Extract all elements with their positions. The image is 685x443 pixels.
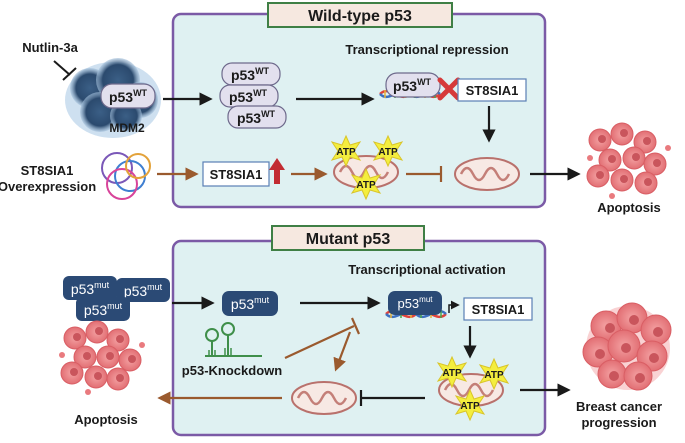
mdm2-label: MDM2 xyxy=(109,121,145,135)
apoptotic-cells-bottom xyxy=(59,320,145,395)
wt-promoter-p53wt-box xyxy=(385,72,441,98)
wild-type-title-box xyxy=(267,2,453,28)
p53-knockdown-label: p53-Knockdown xyxy=(182,363,282,378)
wt-atp-label-2: ATP xyxy=(378,147,398,158)
mut-atp-label-2: ATP xyxy=(484,370,504,381)
p53mut-box xyxy=(222,291,278,316)
activation-label: Transcriptional activation xyxy=(348,262,506,277)
knockdown-inhibition-bar xyxy=(350,317,361,335)
wt-promoter-p53wt-label: p53WT xyxy=(393,77,432,94)
mut-atp-label-1: ATP xyxy=(442,368,462,379)
wt-st8sia1-gene-box xyxy=(457,78,527,102)
up-arrow-icon xyxy=(269,158,285,184)
shrna-icon xyxy=(205,322,262,357)
wt-atp-label-3: ATP xyxy=(356,180,376,191)
svg-text:p53mut: p53mut xyxy=(71,280,110,297)
st8sia1-overexpressed-box xyxy=(202,161,270,187)
mutant-title-box xyxy=(271,225,425,251)
repression-label: Transcriptional repression xyxy=(345,42,508,57)
svg-text:p53WT: p53WT xyxy=(237,109,276,126)
svg-text:p53mut: p53mut xyxy=(124,282,163,299)
knockdown-inhibition-line xyxy=(284,325,355,359)
breast-cancer-label-line2: progression xyxy=(581,415,656,430)
p53mut-label: p53mut xyxy=(231,295,270,312)
p53mut-stack: p53mut p53mut p53mut xyxy=(63,276,170,321)
svg-text:p53WT: p53WT xyxy=(229,88,268,105)
p53wt-stack: p53WT p53WT p53WT xyxy=(219,62,287,129)
apoptotic-cells-top xyxy=(586,122,671,199)
breast-cancer-label-line1: Breast cancer xyxy=(576,399,662,414)
svg-text:p53mut: p53mut xyxy=(84,301,123,318)
wt-atp-label-1: ATP xyxy=(336,147,356,158)
wild-type-title: Wild-type p53 xyxy=(308,8,412,25)
mut-promoter-p53mut-label: p53mut xyxy=(397,295,433,311)
svg-text:p53WT: p53WT xyxy=(231,66,270,83)
mut-atp-label-3: ATP xyxy=(460,401,480,412)
nutlin-inhibition-bar xyxy=(62,67,77,81)
overexpression-label-line2: Overexpression xyxy=(0,179,96,194)
breast-cancer-cells xyxy=(582,302,672,391)
mut-st8sia1-gene-label: ST8SIA1 xyxy=(472,302,525,317)
nutlin-inhibition-line xyxy=(53,60,71,76)
repression-x-icon xyxy=(437,77,461,101)
mut-mitochondrion xyxy=(290,380,358,416)
mut-st8sia1-gene-box xyxy=(463,297,533,321)
st8sia1-overexpressed-label: ST8SIA1 xyxy=(210,167,263,182)
arrow-knockdown-to-mito xyxy=(333,331,352,372)
overexpression-label-line1: ST8SIA1 xyxy=(21,163,74,178)
apoptosis-label-top: Apoptosis xyxy=(597,200,661,215)
apoptosis-label-bottom: Apoptosis xyxy=(74,412,138,427)
wt-mitochondrion xyxy=(453,156,521,192)
wt-st8sia1-gene-label: ST8SIA1 xyxy=(466,83,519,98)
mut-promoter-p53mut-box xyxy=(388,291,442,315)
transcription-start-arrow xyxy=(448,300,460,313)
mdm2-p53wt-box xyxy=(100,83,156,109)
plasmid-icon xyxy=(101,152,151,200)
mdm2-p53wt-label: p53WT xyxy=(109,88,148,105)
nutlin-label: Nutlin-3a xyxy=(22,40,78,55)
mutant-title: Mutant p53 xyxy=(306,231,391,248)
